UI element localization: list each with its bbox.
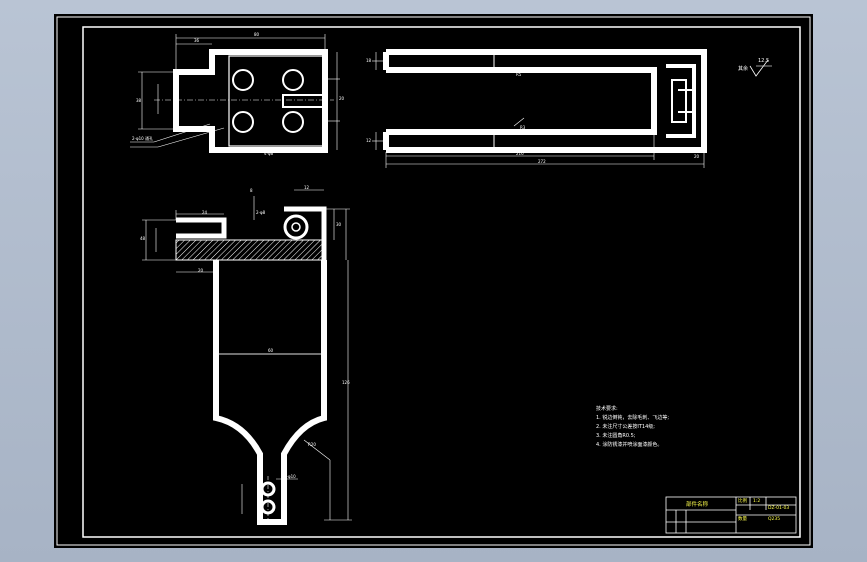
technical-notes: 技术要求: 1. 锐边倒钝，去除毛刺、飞边等; 2. 未注尺寸公差按IT14级;… bbox=[596, 406, 669, 448]
front-view bbox=[142, 189, 352, 525]
cad-drawing-viewport[interactable]: 80 36 38 20 4-φ8 2-φ10 通孔 18 12 216 272 … bbox=[54, 14, 813, 548]
dim-front-bottom-hole: 2-φ10 bbox=[284, 474, 296, 479]
note-item: 3. 未注圆角R0.5; bbox=[596, 433, 636, 439]
title-block-qty-label: 数量 bbox=[738, 517, 747, 522]
note-item: 2. 未注尺寸公差按IT14级; bbox=[596, 424, 655, 430]
dim-top-right-r2: R3 bbox=[520, 125, 526, 130]
roughness-label: 其余 bbox=[738, 66, 749, 72]
dim-front-b: 24 bbox=[202, 210, 208, 215]
dim-front-height: 126 bbox=[342, 380, 350, 385]
dim-top-right-h1: 18 bbox=[366, 58, 372, 63]
dim-top-left-height: 38 bbox=[136, 98, 142, 103]
dim-front-side-a: 20 bbox=[198, 268, 204, 273]
title-block-part-name: 部件名称 bbox=[686, 502, 709, 508]
outer-frame bbox=[56, 16, 811, 546]
dim-top-left-width: 80 bbox=[254, 32, 260, 37]
dim-top-right-gap: R5 bbox=[516, 72, 522, 77]
dim-front-neck: R20 bbox=[308, 442, 316, 447]
notes-title: 技术要求: bbox=[596, 406, 618, 412]
top-left-view bbox=[130, 34, 340, 153]
drawing-canvas bbox=[56, 16, 811, 546]
note-item: 4. 涂防锈漆并喷涂面漆颜色。 bbox=[596, 442, 663, 448]
dim-front-width: 60 bbox=[268, 348, 274, 353]
dim-top-right-inner: 216 bbox=[516, 151, 524, 156]
inner-frame bbox=[82, 26, 801, 538]
dim-top-right-depth: 20 bbox=[694, 154, 700, 159]
title-block-drawing-no: DZ-01-03 bbox=[768, 506, 790, 511]
dim-top-left-callout: 2-φ10 通孔 bbox=[132, 136, 153, 141]
dim-top-right-h2: 12 bbox=[366, 138, 372, 143]
dim-front-c: 12 bbox=[304, 185, 310, 190]
dim-front-a: 8 bbox=[250, 188, 253, 193]
title-block-scale-label: 比例 bbox=[738, 499, 747, 504]
title-block bbox=[665, 496, 797, 534]
dim-top-left-inner: 36 bbox=[194, 38, 200, 43]
title-block-scale-value: 1:2 bbox=[753, 499, 761, 504]
top-right-view bbox=[372, 49, 772, 168]
note-item: 1. 锐边倒钝，去除毛刺、飞边等; bbox=[596, 415, 670, 421]
dim-top-right-total: 272 bbox=[538, 159, 546, 164]
title-block-material: Q235 bbox=[768, 517, 781, 522]
dim-top-left-side: 20 bbox=[339, 96, 345, 101]
dim-front-hole: 2-φ8 bbox=[256, 210, 266, 215]
dim-front-side-b: 30 bbox=[336, 222, 342, 227]
dim-top-left-hole-note: 4-φ8 bbox=[264, 151, 274, 156]
roughness-value: 12.5 bbox=[758, 58, 770, 64]
dim-front-d: 48 bbox=[140, 236, 146, 241]
